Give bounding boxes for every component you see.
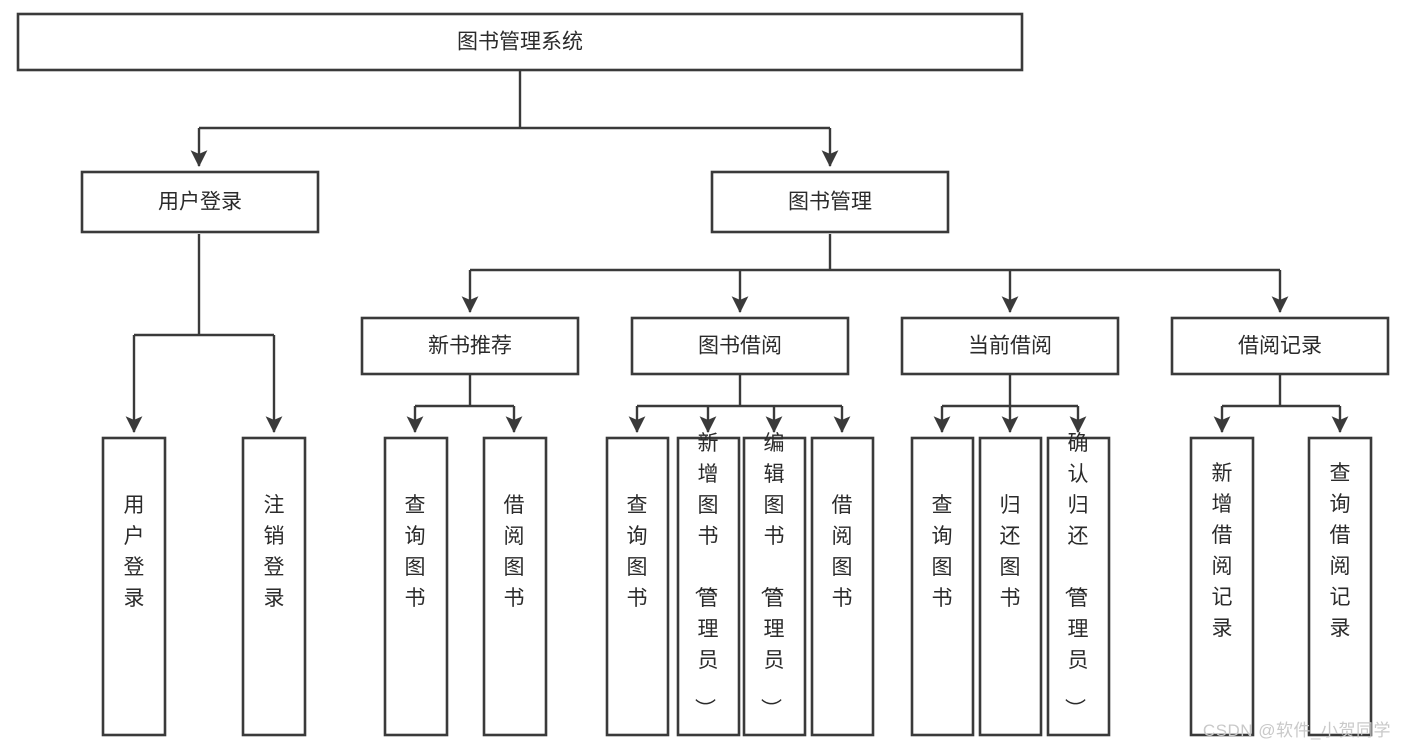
node-book-borrow-label: 图书借阅 (698, 335, 782, 358)
edge-group-user-login (125, 234, 283, 434)
node-book-borrow-box[interactable] (630, 316, 850, 376)
leaf-current-borrow-1[interactable]: 查询图书 (910, 436, 975, 737)
edge-group-book-manage (461, 234, 1289, 314)
leaf-current-borrow-2[interactable]: 归还图书 (978, 436, 1043, 737)
edge-group-borrow-record (1213, 374, 1349, 434)
leaf-book-borrow-2-label: 新增图书（管理员） (693, 432, 719, 719)
leaf-book-borrow-3-box[interactable] (742, 436, 807, 737)
node-book-manage-label: 图书管理 (788, 191, 872, 214)
leaf-book-borrow-3[interactable]: 编辑图书（管理员） (742, 432, 807, 737)
leaf-user-login-1[interactable]: 用户登录 (101, 436, 167, 737)
node-new-book-recommend-box[interactable] (360, 316, 580, 376)
leaf-current-borrow-2-box[interactable] (978, 436, 1043, 737)
leaf-book-borrow-4-box[interactable] (810, 436, 875, 737)
leaf-user-login-2-label: 注销登录 (264, 494, 285, 610)
node-borrow-record[interactable]: 借阅记录 (1170, 316, 1390, 376)
leaf-new-book-1[interactable]: 查询图书 (383, 436, 449, 737)
leaf-book-borrow-1-label: 查询图书 (627, 494, 648, 610)
leaf-user-login-2[interactable]: 注销登录 (241, 436, 307, 737)
leaf-borrow-record-1-label: 新增借阅记录 (1212, 462, 1233, 640)
leaf-current-borrow-3-box[interactable] (1046, 436, 1111, 737)
node-book-manage[interactable]: 图书管理 (710, 170, 950, 234)
leaf-book-borrow-1[interactable]: 查询图书 (605, 436, 670, 737)
node-root-box[interactable] (16, 12, 1024, 72)
node-new-book-recommend-label: 新书推荐 (428, 335, 512, 358)
csdn-watermark: CSDN @软件_小贺同学 (1202, 721, 1391, 740)
edge-group-root (190, 70, 839, 168)
leaf-borrow-record-1[interactable]: 新增借阅记录 (1189, 436, 1255, 737)
node-root[interactable]: 图书管理系统 (16, 12, 1024, 72)
node-user-login-label: 用户登录 (158, 191, 242, 214)
node-current-borrow[interactable]: 当前借阅 (900, 316, 1120, 376)
leaf-new-book-2-box[interactable] (482, 436, 548, 737)
edge-group-current-borrow (933, 374, 1087, 434)
leaf-current-borrow-2-label: 归还图书 (1000, 494, 1021, 610)
leaf-borrow-record-2-label: 查询借阅记录 (1330, 462, 1351, 640)
leaf-borrow-record-1-box[interactable] (1189, 436, 1255, 737)
edge-group-new-book (406, 374, 523, 434)
leaf-user-login-1-box[interactable] (101, 436, 167, 737)
leaf-current-borrow-3[interactable]: 确认归还（管理员） (1046, 432, 1111, 737)
node-root-label: 图书管理系统 (457, 31, 583, 54)
leaf-book-borrow-3-label: 编辑图书（管理员） (759, 432, 785, 719)
node-book-manage-box[interactable] (710, 170, 950, 234)
edge-group-book-borrow (628, 374, 851, 434)
leaf-borrow-record-2-box[interactable] (1307, 436, 1373, 737)
leaf-new-book-1-box[interactable] (383, 436, 449, 737)
leaf-current-borrow-3-label: 确认归还（管理员） (1063, 432, 1089, 719)
node-user-login-box[interactable] (80, 170, 320, 234)
node-book-borrow[interactable]: 图书借阅 (630, 316, 850, 376)
leaf-new-book-1-label: 查询图书 (405, 494, 426, 610)
node-borrow-record-box[interactable] (1170, 316, 1390, 376)
leaf-book-borrow-1-box[interactable] (605, 436, 670, 737)
leaf-user-login-1-label: 用户登录 (124, 494, 145, 610)
leaf-book-borrow-4[interactable]: 借阅图书 (810, 436, 875, 737)
node-user-login[interactable]: 用户登录 (80, 170, 320, 234)
leaf-current-borrow-1-box[interactable] (910, 436, 975, 737)
leaf-user-login-2-box[interactable] (241, 436, 307, 737)
leaf-book-borrow-2[interactable]: 新增图书（管理员） (676, 432, 741, 737)
leaf-new-book-2[interactable]: 借阅图书 (482, 436, 548, 737)
node-current-borrow-label: 当前借阅 (968, 335, 1052, 358)
leaf-new-book-2-label: 借阅图书 (504, 494, 525, 610)
node-borrow-record-label: 借阅记录 (1238, 335, 1322, 358)
node-current-borrow-box[interactable] (900, 316, 1120, 376)
leaf-book-borrow-2-box[interactable] (676, 436, 741, 737)
leaf-borrow-record-2[interactable]: 查询借阅记录 (1307, 436, 1373, 737)
leaf-current-borrow-1-label: 查询图书 (932, 494, 953, 610)
leaf-book-borrow-4-label: 借阅图书 (832, 494, 853, 610)
node-new-book-recommend[interactable]: 新书推荐 (360, 316, 580, 376)
